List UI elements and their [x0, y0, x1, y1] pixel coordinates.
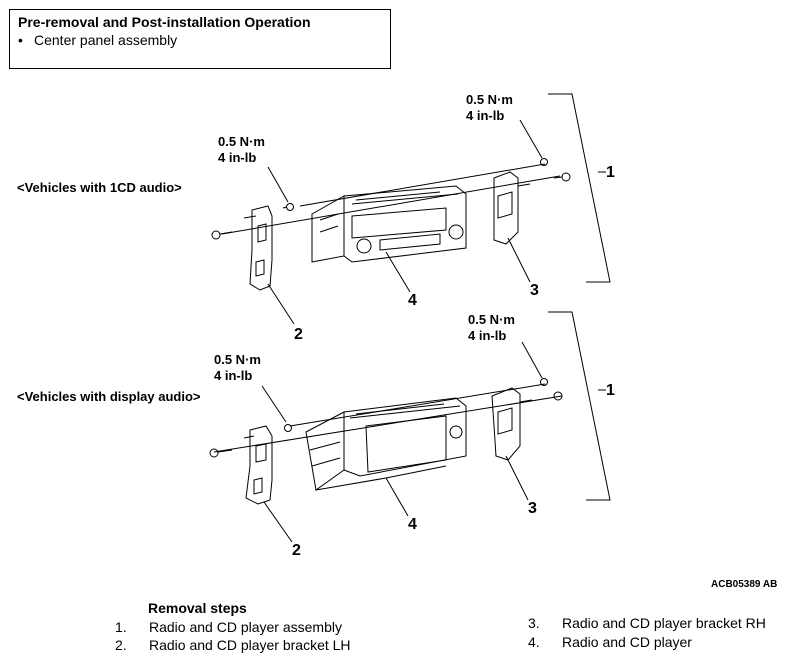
- removal-step: 2. Radio and CD player bracket LH: [115, 637, 351, 653]
- step-text: Radio and CD player bracket LH: [149, 637, 351, 653]
- screw-icon: [211, 230, 233, 240]
- step-number: 3.: [528, 615, 540, 631]
- leader-line: [385, 251, 411, 293]
- removal-step: 4. Radio and CD player: [528, 634, 692, 650]
- operation-box-title: Pre-removal and Post-installation Operat…: [18, 14, 311, 30]
- operation-box-item: • Center panel assembly: [18, 32, 177, 48]
- variant-label: <Vehicles with display audio>: [17, 389, 201, 404]
- leader-line: [519, 119, 543, 159]
- torque-value: 0.5 N·m: [468, 312, 515, 327]
- callout-1: 1: [606, 164, 615, 181]
- screw-icon: [540, 158, 548, 166]
- leader-line: [267, 283, 295, 325]
- screw-icon: [209, 448, 233, 458]
- leader-line: [521, 341, 543, 379]
- bracket-rh: [493, 171, 531, 245]
- torque-value: 0.5 N·m: [214, 352, 261, 367]
- lower-diagram: [209, 311, 611, 543]
- torque-value-imperial: 4 in-lb: [468, 328, 507, 343]
- removal-steps-title: Removal steps: [148, 600, 247, 616]
- leader-line: [261, 385, 287, 423]
- torque-value-imperial: 4 in-lb: [218, 150, 257, 165]
- bracket-lh: [243, 205, 273, 291]
- step-text: Radio and CD player bracket RH: [562, 615, 766, 631]
- torque-value-imperial: 4 in-lb: [466, 108, 505, 123]
- torque-value: 0.5 N·m: [466, 92, 513, 107]
- group-bracket: [548, 311, 611, 501]
- screw-icon: [540, 378, 548, 386]
- callout-2: 2: [294, 326, 303, 343]
- step-text: Radio and CD player assembly: [149, 619, 342, 635]
- removal-step: 3. Radio and CD player bracket RH: [528, 615, 766, 631]
- callout-3: 3: [528, 500, 537, 517]
- step-number: 4.: [528, 634, 540, 650]
- torque-value: 0.5 N·m: [218, 134, 265, 149]
- leader-line: [263, 501, 293, 543]
- radio-unit: [311, 185, 467, 263]
- leader-line: [385, 477, 409, 517]
- screw-icon: [282, 203, 294, 211]
- callout-1: 1: [606, 382, 615, 399]
- mount-axis-line: [299, 163, 546, 207]
- screw-icon: [553, 391, 563, 401]
- display-unit: [305, 397, 467, 491]
- operation-box: Pre-removal and Post-installation Operat…: [9, 9, 391, 69]
- operation-item-text: Center panel assembly: [34, 32, 178, 48]
- leader-line: [507, 237, 531, 283]
- torque-spec-right: 0.5 N·m 4 in-lb: [466, 92, 513, 124]
- figure-reference-code: ACB05389 AB: [711, 579, 778, 590]
- torque-value-imperial: 4 in-lb: [214, 368, 253, 383]
- leader-line: [505, 455, 529, 501]
- callout-4: 4: [408, 292, 417, 309]
- leader-line: [267, 166, 289, 203]
- removal-step: 1. Radio and CD player assembly: [115, 619, 342, 635]
- screw-icon: [553, 172, 571, 182]
- step-number: 1.: [115, 619, 127, 635]
- step-text: Radio and CD player: [562, 634, 692, 650]
- screw-icon: [284, 424, 292, 432]
- group-bracket: [548, 93, 611, 283]
- mount-axis-line: [289, 383, 546, 427]
- callout-4: 4: [408, 516, 417, 533]
- bracket-rh: [491, 387, 533, 461]
- mount-axis-line: [221, 175, 561, 235]
- torque-spec-right: 0.5 N·m 4 in-lb: [468, 312, 515, 344]
- callout-2: 2: [292, 542, 301, 559]
- variant-label: <Vehicles with 1CD audio>: [17, 180, 182, 195]
- torque-spec-left: 0.5 N·m 4 in-lb: [214, 352, 261, 384]
- step-number: 2.: [115, 637, 127, 653]
- bullet-icon: •: [18, 32, 23, 48]
- torque-spec-left: 0.5 N·m 4 in-lb: [218, 134, 265, 166]
- bracket-lh: [243, 425, 273, 505]
- callout-3: 3: [530, 282, 539, 299]
- upper-diagram: [211, 93, 611, 325]
